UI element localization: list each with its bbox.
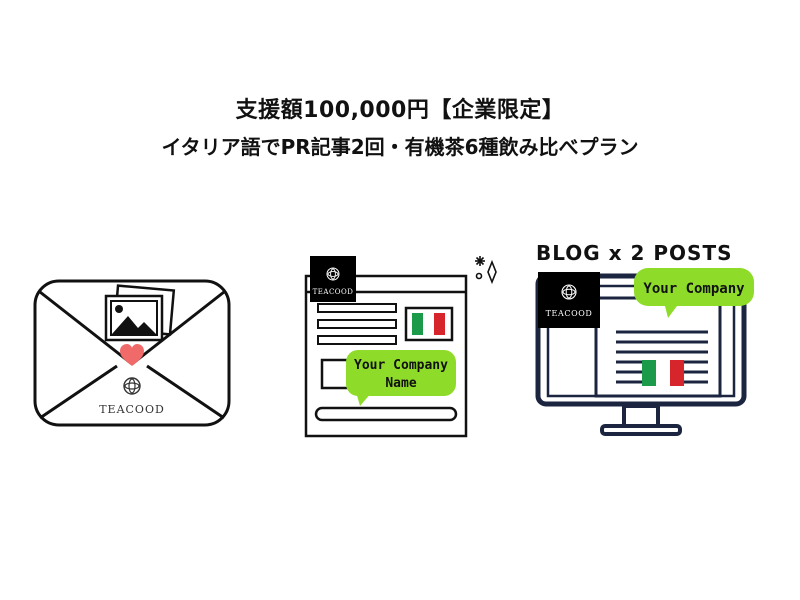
sparkle-icon xyxy=(475,256,497,285)
title-line-1: 支援額100,000円【企業限定】 xyxy=(235,98,565,123)
company-name-bubble: Your Company Name xyxy=(346,350,456,406)
teacood-logo-icon xyxy=(561,284,577,300)
teacood-logo-icon xyxy=(326,267,340,281)
envelope-icon: TEACOOD xyxy=(33,279,231,427)
blog-illustration: BLOG x 2 POSTS TEACOOD xyxy=(532,236,762,446)
italy-flag-icon xyxy=(642,360,684,386)
monitor-icon: BLOG x 2 POSTS TEACOOD xyxy=(535,241,754,436)
envelope-illustration: TEACOOD xyxy=(32,278,232,428)
company-bubble: Your Company xyxy=(634,268,754,318)
title-line-2: イタリア語でPR記事2回・有機茶6種飲み比べプラン xyxy=(161,135,639,159)
bubble-line-1: Your Company xyxy=(354,358,448,373)
blog-bubble-text: Your Company xyxy=(643,281,745,297)
blog-logo-text: TEACOOD xyxy=(546,309,593,318)
teacood-logo-icon xyxy=(123,377,141,395)
teacood-logo-box xyxy=(538,272,600,328)
webpage-icon: TEACOOD Your Company Name xyxy=(304,256,497,438)
webpage-illustration: TEACOOD Your Company Name xyxy=(300,252,510,442)
bubble-line-2: Name xyxy=(385,376,416,391)
heart-icon xyxy=(120,344,144,366)
italy-flag-icon xyxy=(412,313,445,335)
envelope-brand: TEACOOD xyxy=(99,403,165,416)
blog-heading: BLOG x 2 POSTS xyxy=(536,241,733,265)
webpage-logo-text: TEACOOD xyxy=(313,288,354,296)
photo-icon xyxy=(104,284,176,342)
page-title: 支援額100,000円【企業限定】 イタリア語でPR記事2回・有機茶6種飲み比べ… xyxy=(0,96,800,162)
